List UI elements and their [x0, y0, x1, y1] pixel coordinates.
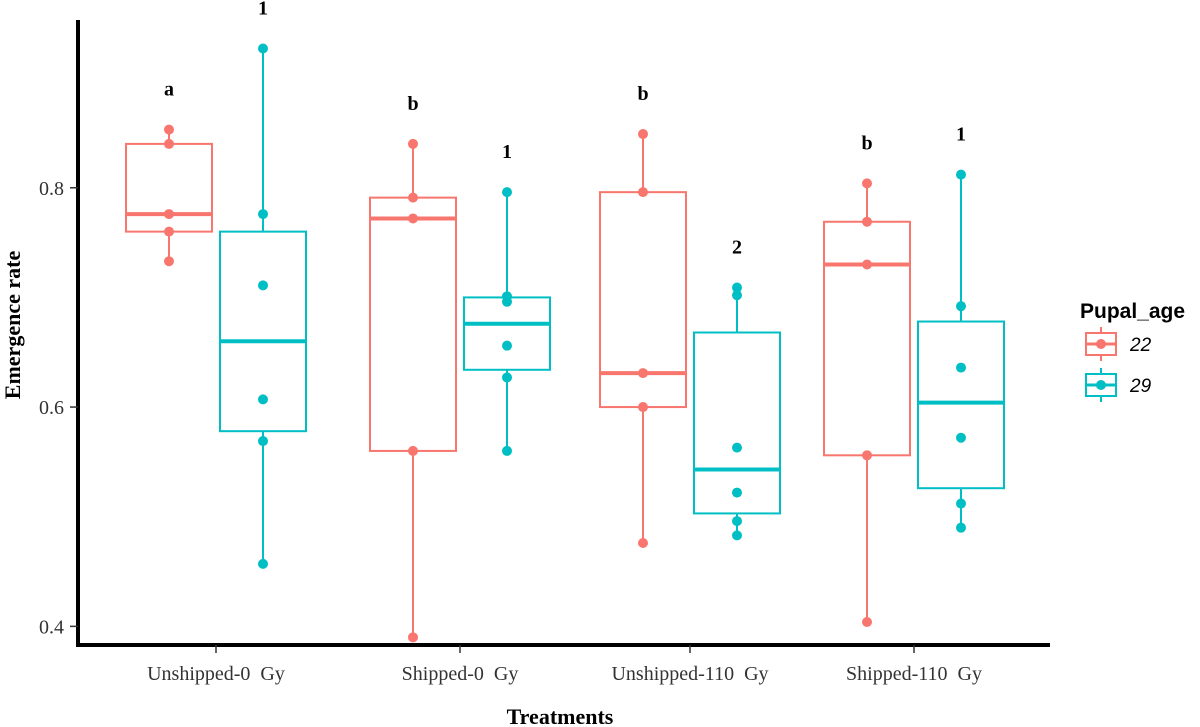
legend-key-29: 29 [1085, 368, 1152, 402]
box-body [369, 196, 457, 452]
y-axis-title: Emergence rate [0, 251, 25, 400]
legend-key-point [1096, 380, 1106, 390]
data-point [956, 432, 966, 443]
legend-label: 22 [1129, 335, 1152, 356]
data-point [956, 522, 966, 533]
data-point [502, 372, 512, 383]
legend-key-point [1096, 339, 1106, 349]
data-point [408, 138, 418, 149]
y-tick-label: 0.4 [39, 616, 64, 638]
x-tick-label: Shipped-0 Gy [402, 663, 519, 685]
data-point [164, 209, 174, 220]
y-tick-label: 0.6 [39, 397, 64, 419]
data-point [502, 187, 512, 198]
legend-title: Pupal_age [1080, 300, 1185, 323]
data-point [956, 301, 966, 312]
data-point [732, 516, 742, 527]
significance-label: b [861, 132, 872, 154]
data-point [258, 436, 268, 447]
data-point [862, 450, 872, 461]
legend-key-22: 22 [1085, 327, 1152, 361]
data-point [502, 445, 512, 456]
data-point [164, 256, 174, 267]
box-22-2: b [599, 83, 687, 549]
box-29-0: 1 [219, 0, 307, 569]
box-29-1: 1 [463, 141, 551, 456]
significance-label: 1 [258, 0, 268, 20]
significance-label: 2 [732, 237, 742, 259]
data-point [164, 124, 174, 135]
data-point [502, 340, 512, 351]
data-point [732, 487, 742, 498]
legend: Pupal_age 22 29 [1080, 300, 1185, 402]
data-point [408, 213, 418, 224]
box-22-3: b [823, 132, 911, 627]
data-point [732, 282, 742, 293]
box-body [693, 331, 781, 515]
data-point [408, 192, 418, 203]
data-point [408, 632, 418, 643]
significance-label: b [637, 83, 648, 105]
data-point [732, 290, 742, 301]
box-body [463, 296, 551, 371]
data-point [956, 362, 966, 373]
box-29-2: 2 [693, 237, 781, 541]
data-point [164, 138, 174, 149]
data-point [732, 442, 742, 453]
plot-area: a b b b 1 1 2 1 [125, 0, 1005, 643]
data-point [258, 558, 268, 569]
x-tick-label: Unshipped-0 Gy [147, 663, 285, 685]
x-axis-title: Treatments [507, 704, 614, 727]
x-tick-label: Unshipped-110 Gy [611, 663, 768, 685]
data-point [258, 43, 268, 54]
x-tick-label: Shipped-110 Gy [846, 663, 982, 685]
data-point [502, 296, 512, 307]
legend-label: 29 [1129, 376, 1152, 397]
data-point [862, 259, 872, 270]
data-point [956, 169, 966, 180]
y-tick-label: 0.8 [39, 178, 64, 200]
data-point [862, 616, 872, 627]
data-point [638, 402, 648, 413]
data-point [862, 216, 872, 227]
significance-label: 1 [502, 141, 512, 163]
significance-label: b [407, 93, 418, 115]
box-body [219, 230, 307, 433]
box-body [823, 220, 911, 457]
box-body [917, 320, 1005, 490]
data-point [164, 226, 174, 237]
data-point [638, 129, 648, 140]
significance-label: 1 [956, 124, 966, 146]
data-point [638, 368, 648, 379]
data-point [638, 187, 648, 198]
data-point [408, 445, 418, 456]
box-29-3: 1 [917, 124, 1005, 533]
box-22-1: b [369, 93, 457, 643]
data-point [956, 498, 966, 509]
significance-label: a [164, 79, 174, 101]
data-point [258, 280, 268, 291]
data-point [862, 178, 872, 189]
box-22-0: a [125, 79, 213, 267]
data-point [732, 530, 742, 541]
data-point [638, 538, 648, 549]
data-point [258, 394, 268, 405]
data-point [258, 209, 268, 220]
